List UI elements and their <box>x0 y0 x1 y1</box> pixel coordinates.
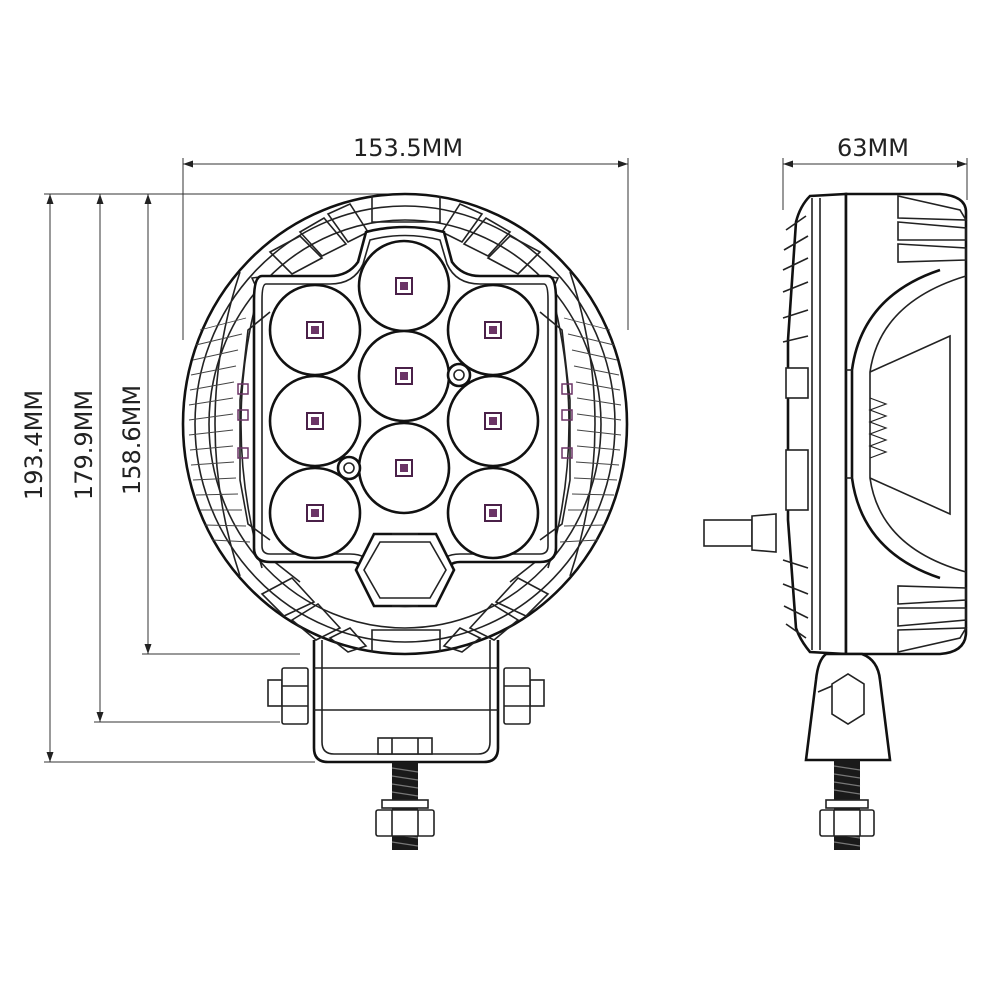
led-reflector-lower-left <box>268 466 362 560</box>
side-left-fins <box>782 215 809 639</box>
side-accent-leds <box>237 311 573 541</box>
housing-side <box>782 192 968 656</box>
dimension-height-total-label: 193.4MM <box>20 390 48 500</box>
dimension-width-front-label: 153.5MM <box>353 134 463 162</box>
dimension-height-total: 193.4MM <box>20 193 405 763</box>
dimension-depth-side-label: 63MM <box>837 134 909 162</box>
threaded-stud-front <box>375 762 435 850</box>
side-bottom-fins <box>897 585 968 654</box>
dimension-width-front: 153.5MM <box>182 134 629 340</box>
led-reflector-center-lower <box>357 421 451 515</box>
side-band-right <box>547 271 622 577</box>
led-reflector-lower-right <box>446 466 540 560</box>
led-reflector-center-upper <box>357 329 451 423</box>
side-top-fins <box>897 194 968 263</box>
power-connector-side <box>703 513 777 553</box>
dimension-height-bracket: 179.9MM <box>70 193 280 723</box>
led-reflector-middle-left <box>268 374 362 468</box>
dimension-height-bracket-label: 179.9MM <box>70 390 98 500</box>
threaded-stud-side <box>819 760 875 850</box>
hexagon-emblem <box>354 532 456 608</box>
mounting-bracket-front <box>267 640 545 764</box>
mounting-foot-side <box>804 652 892 762</box>
lens-screw-upper <box>446 362 472 388</box>
led-reflector-upper-left <box>268 283 362 377</box>
led-reflector-upper-right <box>446 283 540 377</box>
dimension-height-housing-label: 158.6MM <box>118 385 146 495</box>
bottom-cooling-fins <box>260 551 550 653</box>
led-reflectors <box>268 239 540 560</box>
dimension-depth-side: 63MM <box>782 134 968 210</box>
led-reflector-top <box>357 239 451 333</box>
led-reflector-middle-right <box>446 374 540 468</box>
side-view <box>703 192 968 850</box>
side-band-left <box>188 271 263 577</box>
dimension-height-housing: 158.6MM <box>118 193 300 655</box>
front-view <box>181 192 629 850</box>
lens-screw-lower <box>336 455 362 481</box>
